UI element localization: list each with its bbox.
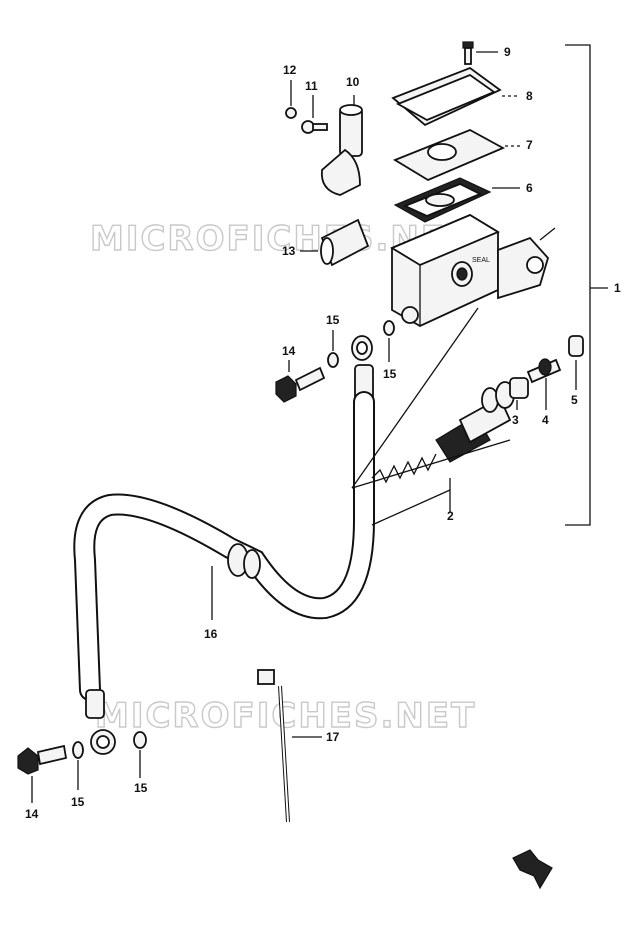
washer-part-15-top-left <box>327 330 339 368</box>
callout-1: 1 <box>614 281 621 295</box>
piston-part-3 <box>481 377 529 413</box>
washer-part-12 <box>285 80 297 119</box>
callout-5: 5 <box>571 393 578 407</box>
callout-16: 16 <box>204 627 218 641</box>
washer-part-15-bottom-right <box>133 731 147 778</box>
diaphragm-part-6 <box>393 177 520 223</box>
callout-2: 2 <box>447 509 454 523</box>
assembly-bracket <box>565 44 608 526</box>
screw-part-9 <box>462 41 498 65</box>
reservoir-cap-part-8 <box>391 66 520 127</box>
diaphragm-plate-part-7 <box>392 129 520 182</box>
callout-12: 12 <box>283 63 297 77</box>
hose-clip-part-17 <box>257 669 322 823</box>
arrow-down-right-icon <box>512 849 553 890</box>
banjo-fitting-bottom <box>85 689 116 755</box>
end-cap-part-5 <box>568 335 584 390</box>
washer-part-15-bottom-left <box>72 741 84 790</box>
bolt-part-11 <box>301 95 328 134</box>
callout-10: 10 <box>346 75 360 89</box>
hose-part-16 <box>73 391 375 701</box>
banjo-bolt-part-14-bottom <box>17 744 68 803</box>
callout-3: 3 <box>512 413 519 427</box>
boot-part-13 <box>300 218 370 267</box>
pushrod-part-4 <box>526 358 562 410</box>
callout-14-bottom: 14 <box>25 807 39 821</box>
callout-13: 13 <box>282 244 296 258</box>
callout-8: 8 <box>526 89 533 103</box>
callout-17: 17 <box>326 730 340 744</box>
banjo-bolt-part-14-top <box>275 360 326 403</box>
watermark-bottom: MICROFICHES.NET <box>95 696 476 736</box>
body-casting-mark: SEAL <box>472 257 490 264</box>
callout-15-top-left: 15 <box>326 313 340 327</box>
callout-6: 6 <box>526 181 533 195</box>
callout-4: 4 <box>542 413 549 427</box>
callout-14-top: 14 <box>282 344 296 358</box>
callout-9: 9 <box>504 45 511 59</box>
washer-part-15-top-right <box>383 320 395 362</box>
callout-15-bottom-right: 15 <box>134 781 148 795</box>
callout-15-top-right: 15 <box>383 367 397 381</box>
clamp-part-10 <box>320 95 363 196</box>
spring-part-2 <box>351 307 512 526</box>
callout-11: 11 <box>305 79 318 93</box>
callout-7: 7 <box>526 138 533 152</box>
master-cylinder-body: SEAL <box>390 213 556 328</box>
callout-15-bottom-left: 15 <box>71 795 85 809</box>
